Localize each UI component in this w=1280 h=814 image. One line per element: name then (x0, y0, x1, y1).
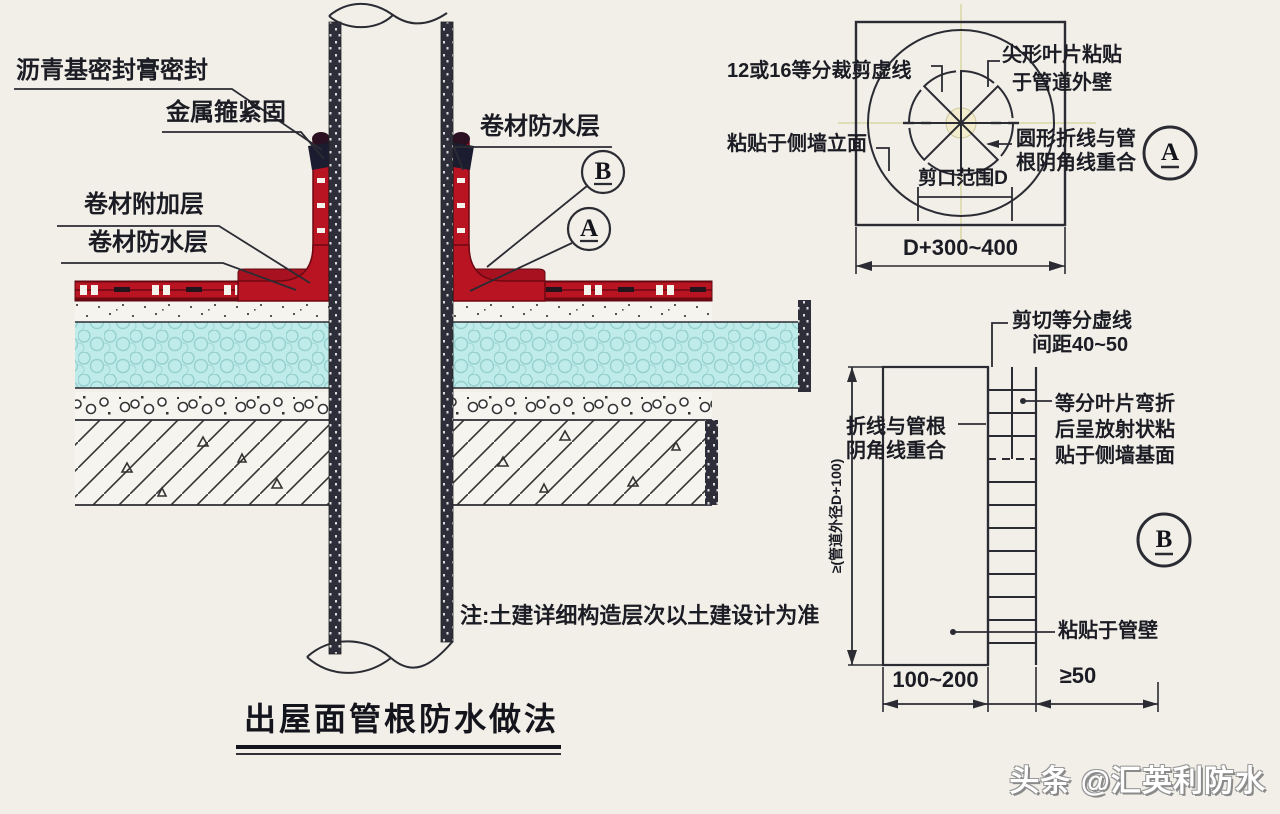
label-b-radial-3: 贴于侧墙基面 (1055, 445, 1175, 467)
label-a-blade-2: 于管道外壁 (1012, 72, 1112, 94)
pipe (306, 2, 454, 674)
detail-a-tag: A (1160, 139, 1180, 166)
label-a-divide: 12或16等分裁剪虚线 (727, 60, 912, 82)
dim-b-bottom-right: ≥50 (1059, 663, 1097, 688)
dim-a-width: D+300~400 (903, 235, 1018, 260)
label-b-fold-2: 阴角线重合 (846, 440, 946, 462)
label-a-cut-range: 剪口范围D (918, 168, 1008, 189)
label-membrane-left: 卷材防水层 (88, 229, 208, 256)
label-b-fold-1: 折线与管根 (846, 416, 946, 438)
label-sealant: 沥青基密封膏密封 (16, 57, 208, 84)
note-text: 注:土建详细构造层次以土建设计为准 (460, 603, 820, 628)
label-b-radial-1: 等分叶片弯折 (1055, 393, 1175, 415)
callout-a-letter: A (579, 215, 599, 242)
label-b-radial-2: 后呈放射状粘 (1055, 419, 1175, 441)
label-a-side-wall: 粘贴于侧墙立面 (727, 133, 867, 155)
label-membrane-add: 卷材附加层 (84, 191, 204, 218)
label-b-cut-1: 剪切等分虚线 (1012, 310, 1132, 332)
dim-b-bottom-left: 100~200 (892, 667, 979, 692)
title-underline (236, 745, 561, 755)
page-title: 出屋面管根防水做法 (244, 701, 560, 737)
callout-circles (566, 149, 626, 252)
label-a-fold-2: 根阴角线重合 (1016, 152, 1136, 174)
watermark-text: 头条 @汇英利防水 (1009, 765, 1266, 798)
main-leaders (14, 88, 612, 292)
label-b-cut-2: 间距40~50 (1032, 334, 1129, 356)
label-membrane-top-right: 卷材防水层 (480, 113, 600, 140)
label-a-fold-1: 圆形折线与管 (1016, 128, 1136, 150)
detail-b-drawing (847, 322, 1192, 712)
label-b-pipe-wall: 粘贴于管壁 (1058, 620, 1158, 642)
detail-a-drawing (838, 4, 1198, 274)
roof-layers (75, 300, 811, 506)
label-a-blade-1: 尖形叶片粘贴 (1002, 44, 1122, 66)
dim-b-height: ≥(管道外径D+100) (828, 458, 844, 574)
callout-b-letter: B (594, 158, 612, 185)
label-metal-clamp: 金属箍紧固 (166, 99, 286, 126)
detail-b-tag: B (1155, 526, 1173, 553)
waterproof-membrane (74, 132, 713, 302)
